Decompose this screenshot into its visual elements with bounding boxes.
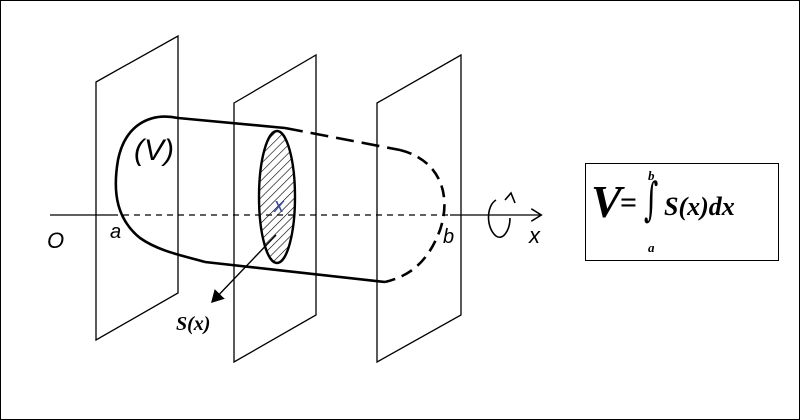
origin-label: O	[47, 228, 64, 253]
formula-lhs: V	[591, 176, 622, 227]
formula-equals: =	[620, 186, 638, 219]
solid-right-cap	[384, 148, 446, 284]
section-x-label: x	[273, 195, 285, 217]
axis-label: x	[528, 223, 541, 248]
integral-lower-limit: a	[648, 240, 655, 255]
cross-section	[257, 129, 297, 265]
solid-left-cap	[114, 115, 206, 264]
section-area-label: S(x)	[176, 313, 210, 335]
plane-x	[233, 53, 317, 364]
b-label: b	[443, 226, 454, 248]
a-label: a	[110, 221, 121, 243]
volume-formula: V = ∫ b a S(x)dx	[585, 163, 779, 261]
volume-label: (V)	[134, 134, 174, 167]
section-pointer	[211, 234, 277, 304]
integral-sign: ∫	[644, 172, 659, 226]
plane-b	[376, 53, 462, 364]
solid-bottom-edge	[204, 260, 386, 284]
plane-a	[95, 34, 179, 342]
formula-integrand: S(x)dx	[664, 192, 735, 221]
integral-upper-limit: b	[648, 168, 655, 183]
rotation-arrow-icon	[487, 199, 511, 238]
solid-top-edge	[177, 116, 286, 130]
solid-top-edge-dashed	[284, 126, 401, 152]
